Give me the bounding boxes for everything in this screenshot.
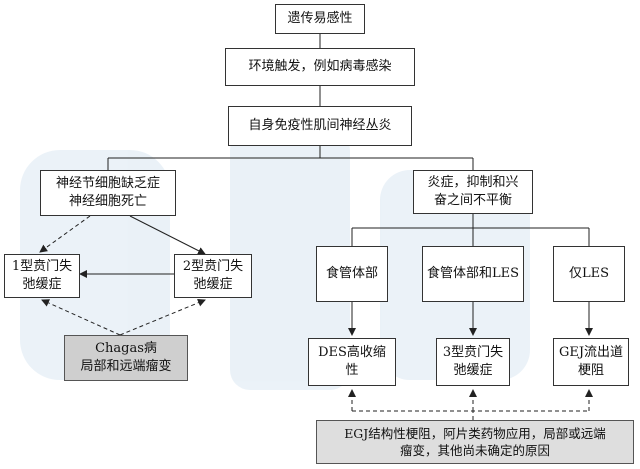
edge-ganglion-type1 <box>39 215 91 253</box>
node-type1-achalasia: 1型贲门失 弛缓症 <box>4 254 80 298</box>
node-gej-outflow-obstruction: GEJ流出道 梗阻 <box>553 338 629 386</box>
node-type3-achalasia: 3型贲门失 弛缓症 <box>436 338 510 386</box>
node-autoimmune-plexitis: 自身免疫性肌间神经丛炎 <box>228 106 412 146</box>
node-des-hypercontractility: DES高收缩性 <box>308 338 396 386</box>
edge-ganglion-type2 <box>129 215 206 255</box>
node-les-only: 仅LES <box>553 246 625 302</box>
node-ganglion-loss: 神经节细胞缺乏症 神经细胞死亡 <box>40 170 176 216</box>
edge-chagas-type2 <box>119 298 206 336</box>
node-type2-achalasia: 2型贲门失 弛缓症 <box>174 254 252 298</box>
node-chagas-neoplasia: Chagas病 局部和远端瘤变 <box>64 335 188 381</box>
node-inflammation-imbalance: 炎症，抑制和兴 奋之间不平衡 <box>413 170 533 214</box>
node-body-and-les: 食管体部和LES <box>422 246 524 302</box>
edge-chagas-type1 <box>41 299 121 336</box>
node-environmental-trigger: 环境触发，例如病毒感染 <box>225 48 415 86</box>
node-esophageal-body: 食管体部 <box>316 246 388 302</box>
node-egj-causes: EGJ结构性梗阻，阿片类药物应用，局部或远端 瘤变，其他尚未确定的原因 <box>316 420 634 464</box>
node-genetic-susceptibility: 遗传易感性 <box>275 4 365 34</box>
